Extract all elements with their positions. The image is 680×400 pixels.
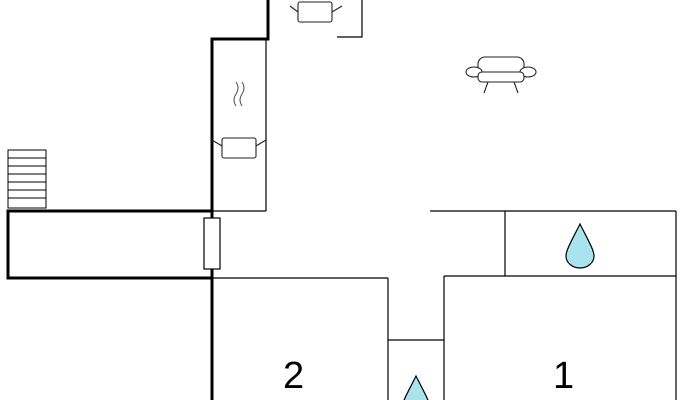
door-icon: [203, 217, 221, 270]
exterior-walls: [6, 0, 270, 400]
room-label-2: 2: [283, 355, 304, 397]
interior-walls: [212, 0, 677, 400]
sofa-icon: [465, 56, 537, 94]
water-drop-icon: [565, 222, 595, 269]
stove-icon: [289, 1, 343, 23]
stairs-icon: [7, 149, 47, 209]
room-label-1: 1: [553, 355, 574, 397]
stove-icon: [211, 81, 267, 159]
water-drop-icon: [403, 374, 429, 400]
